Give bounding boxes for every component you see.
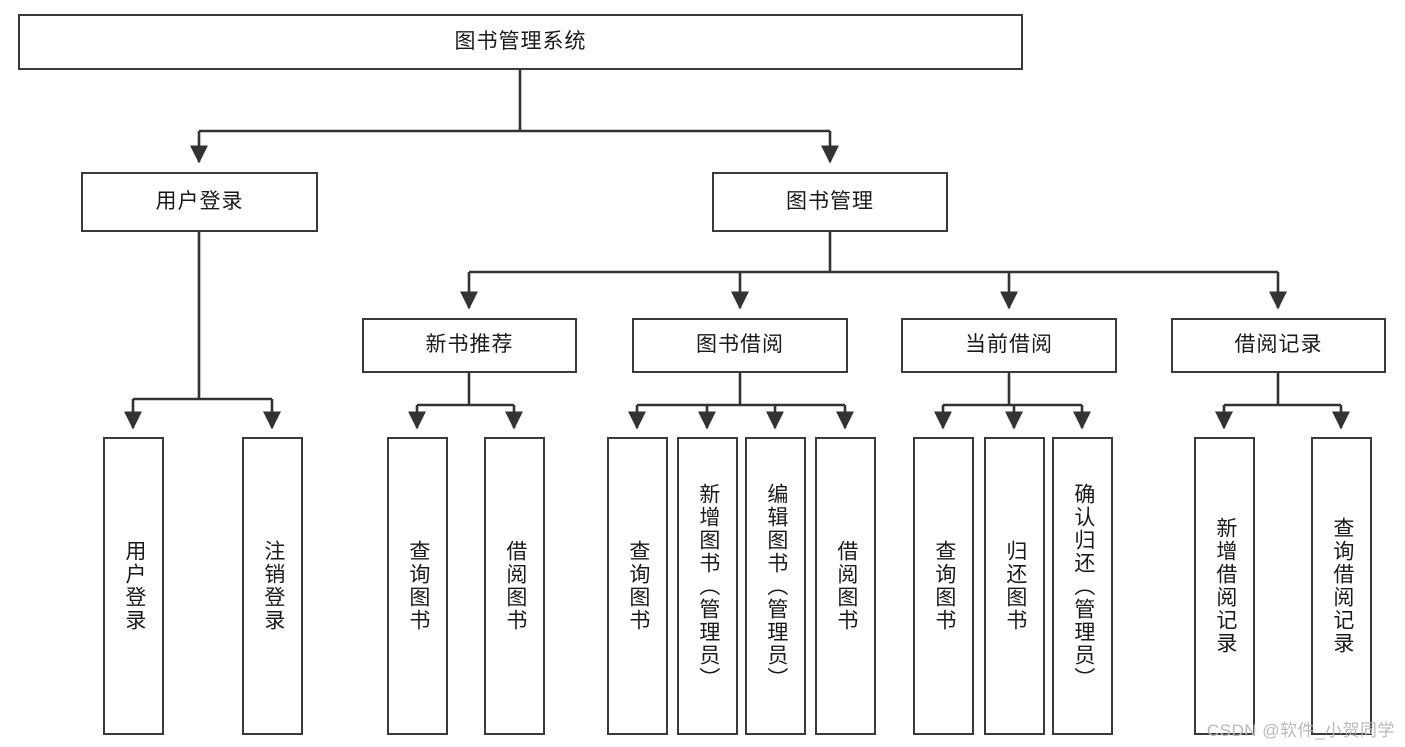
node-leaf-add-book-admin-label: 新增图书（管理员）	[696, 482, 720, 690]
node-leaf-borrow-book-2-label: 借阅图书	[834, 540, 858, 632]
node-root-label: 图书管理系统	[454, 29, 587, 53]
node-leaf-query-book-2-label: 查询图书	[626, 540, 650, 632]
node-leaf-query-book-3-label: 查询图书	[932, 540, 956, 632]
node-leaf-user-login-label: 用户登录	[122, 540, 146, 632]
node-current-borrow-label: 当前借阅	[965, 333, 1053, 357]
node-new-book-recommend-label: 新书推荐	[425, 333, 514, 357]
node-leaf-borrow-book-1[interactable]: 借阅图书	[484, 437, 545, 735]
node-current-borrow[interactable]: 当前借阅	[901, 318, 1117, 373]
node-leaf-logout-label: 注销登录	[261, 540, 285, 632]
node-leaf-borrow-book-1-label: 借阅图书	[503, 540, 527, 632]
node-leaf-borrow-book-2[interactable]: 借阅图书	[815, 437, 876, 735]
node-leaf-user-login[interactable]: 用户登录	[103, 437, 164, 735]
node-root[interactable]: 图书管理系统	[18, 14, 1023, 70]
node-leaf-edit-book-admin-label: 编辑图书（管理员）	[764, 482, 788, 690]
node-leaf-return-book-label: 归还图书	[1003, 540, 1027, 632]
node-leaf-query-book-1-label: 查询图书	[406, 540, 430, 632]
node-leaf-return-book[interactable]: 归还图书	[984, 437, 1045, 735]
node-leaf-query-borrow-record-label: 查询借阅记录	[1330, 517, 1354, 655]
node-book-borrow-label: 图书借阅	[696, 333, 784, 357]
node-leaf-add-borrow-record[interactable]: 新增借阅记录	[1194, 437, 1255, 735]
node-leaf-query-borrow-record[interactable]: 查询借阅记录	[1311, 437, 1372, 735]
node-new-book-recommend[interactable]: 新书推荐	[362, 318, 577, 373]
node-book-manage[interactable]: 图书管理	[712, 172, 948, 232]
node-borrow-record[interactable]: 借阅记录	[1171, 318, 1386, 373]
node-leaf-query-book-2[interactable]: 查询图书	[607, 437, 668, 735]
node-leaf-query-book-1[interactable]: 查询图书	[387, 437, 448, 735]
node-leaf-add-book-admin[interactable]: 新增图书（管理员）	[677, 437, 738, 735]
watermark-text: CSDN @软件_小贺同学	[1206, 721, 1395, 740]
node-book-borrow[interactable]: 图书借阅	[632, 318, 848, 373]
node-leaf-query-book-3[interactable]: 查询图书	[913, 437, 974, 735]
node-leaf-logout[interactable]: 注销登录	[242, 437, 303, 735]
node-leaf-confirm-return-admin-label: 确认归还（管理员）	[1071, 482, 1095, 690]
node-user-login-label: 用户登录	[155, 189, 244, 213]
node-leaf-add-borrow-record-label: 新增借阅记录	[1213, 517, 1237, 655]
node-user-login[interactable]: 用户登录	[81, 172, 318, 232]
node-leaf-edit-book-admin[interactable]: 编辑图书（管理员）	[745, 437, 806, 735]
node-book-manage-label: 图书管理	[786, 189, 874, 213]
node-leaf-confirm-return-admin[interactable]: 确认归还（管理员）	[1052, 437, 1113, 735]
node-borrow-record-label: 借阅记录	[1234, 333, 1323, 357]
